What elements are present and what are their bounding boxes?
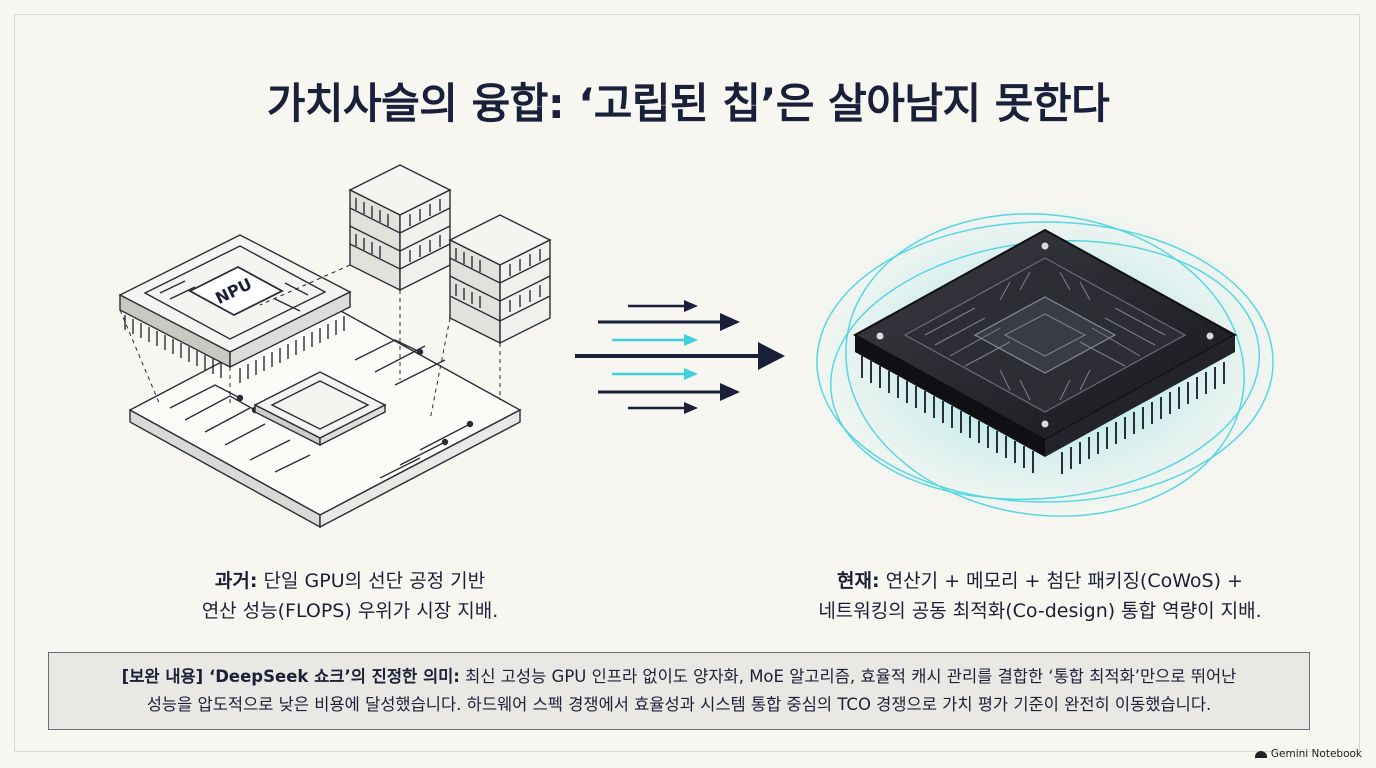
caption-present-line2: 네트워킹의 공동 최적화(Co-design) 통합 역량이 지배. (818, 600, 1262, 622)
chip-traces (924, 271, 1166, 401)
caption-present-line1: 연산기 + 메모리 + 첨단 패키징(CoWoS) + (879, 570, 1243, 592)
note-line2: 성능을 압도적으로 낮은 비용에 달성했습니다. 하드웨어 스펙 경쟁에서 효율… (146, 695, 1212, 714)
memory-stack-2 (448, 214, 552, 345)
page-title: 가치사슬의 융합: ‘고립된 칩’은 살아남지 못한다 (266, 79, 1110, 128)
memory-stack-1 (348, 164, 452, 292)
supplementary-note: [보완 내용] ‘DeepSeek 쇼크’의 진정한 의미: 최신 고성능 GP… (48, 652, 1310, 730)
caption-past: 과거: 단일 GPU의 선단 공정 기반 연산 성능(FLOPS) 우위가 시장… (110, 566, 590, 626)
arrow-3 (612, 334, 698, 346)
arrow-1 (628, 300, 698, 312)
chip-body-side-left (855, 335, 1045, 457)
arrow-2 (598, 313, 740, 331)
dashed-connectors (119, 264, 501, 421)
caption-past-line2: 연산 성능(FLOPS) 우위가 시장 지배. (201, 600, 499, 622)
brand-name: Gemini Notebook (1270, 748, 1362, 760)
circuit-board (128, 304, 522, 529)
notebook-logo-icon (1254, 750, 1267, 758)
caption-past-label: 과거: (214, 570, 258, 592)
note-line1: 최신 고성능 GPU 인프라 없이도 양자화, MoE 알고리즘, 효율적 캐시… (459, 667, 1237, 686)
arrow-5 (612, 368, 698, 380)
slide-frame (14, 14, 1360, 752)
brand-watermark: Gemini Notebook (1254, 748, 1362, 760)
caption-present-label: 현재: (837, 570, 880, 592)
arrow-6 (598, 383, 740, 401)
npu-chip (118, 234, 352, 383)
note-label: [보완 내용] ‘DeepSeek 쇼크’의 진정한 의미: (121, 667, 460, 686)
chip-body-side-right (1045, 335, 1235, 457)
chip-core (973, 296, 1117, 374)
chip-pins (861, 356, 1225, 474)
arrow-4 (575, 342, 785, 370)
caption-past-line1: 단일 GPU의 선단 공정 기반 (257, 570, 486, 592)
arrow-7 (628, 402, 698, 414)
caption-present: 현재: 연산기 + 메모리 + 첨단 패키징(CoWoS) + 네트워킹의 공동… (760, 566, 1320, 626)
transition-arrows (575, 300, 785, 414)
chip-mount-holes (876, 242, 1214, 428)
integrated-chip-illustration (805, 200, 1285, 520)
isolated-components-illustration: NPU (118, 164, 552, 529)
